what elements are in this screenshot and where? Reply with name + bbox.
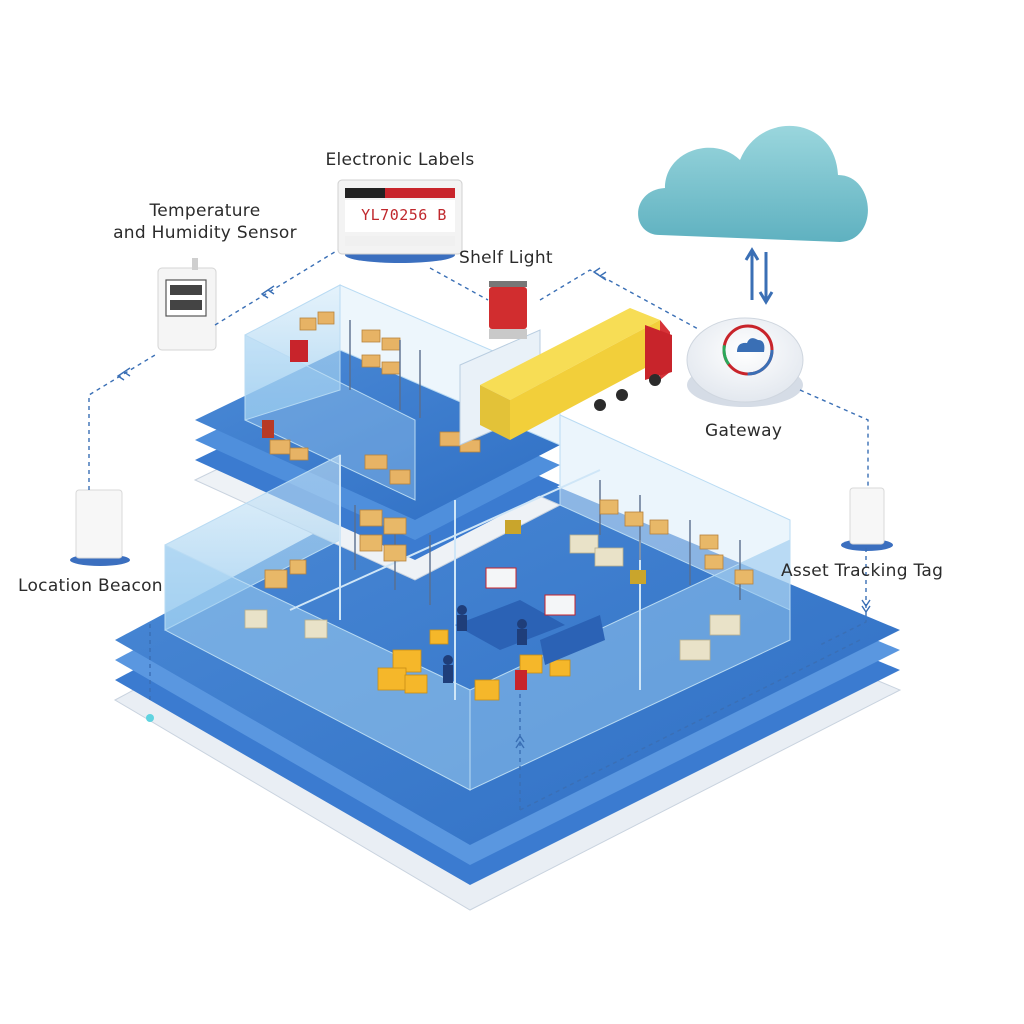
temperature-sensor-label-line1: Temperature xyxy=(149,201,261,221)
truck-icon xyxy=(459,308,672,446)
lower-rooms xyxy=(164,414,791,791)
electronic-label-icon xyxy=(337,179,463,263)
asset-tag-icon xyxy=(841,487,893,551)
shelf-light-label: Shelf Light xyxy=(459,248,553,268)
gateway-icon xyxy=(686,317,804,407)
link-arrows xyxy=(116,267,871,749)
location-beacon-label: Location Beacon xyxy=(18,576,163,596)
electronic-label-code: YL70256 B xyxy=(361,206,447,224)
asset-tracking-tag-label: Asset Tracking Tag xyxy=(781,561,944,581)
communication-links xyxy=(88,249,869,811)
gateway-label: Gateway xyxy=(705,421,783,441)
signal-dot xyxy=(146,714,154,722)
sync-arrows-icon xyxy=(744,247,774,305)
electronic-labels-label: Electronic Labels xyxy=(325,150,475,170)
temperature-sensor-icon xyxy=(157,258,217,351)
cloud-icon xyxy=(638,125,868,242)
location-beacon-icon xyxy=(70,489,130,566)
temperature-sensor-label-line2: and Humidity Sensor xyxy=(113,223,297,243)
temperature-sensor-label: Temperature and Humidity Sensor xyxy=(105,200,305,244)
warehouse-contents xyxy=(244,311,754,701)
shelf-light-icon xyxy=(489,281,527,339)
